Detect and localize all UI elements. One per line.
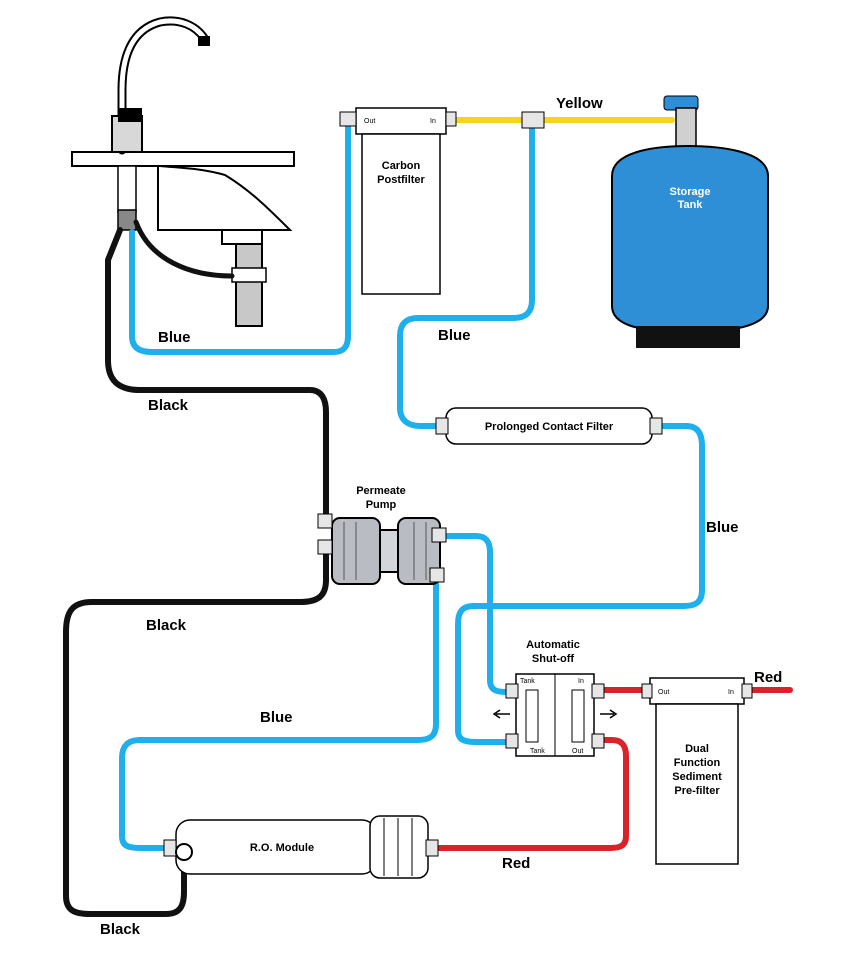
drain-pipe: [235, 243, 263, 327]
contact-filter-label: Prolonged Contact Filter: [485, 421, 614, 433]
tube-label-red-inlet: Red: [754, 669, 782, 686]
shutoff-label-2: Shut-off: [532, 653, 574, 665]
prefilter-port-in: In: [728, 689, 734, 696]
shutoff-port-out: Out: [572, 748, 583, 755]
red-tube-ro: [431, 737, 629, 851]
tank-label-1: Storage: [670, 186, 711, 198]
storage-tank: Storage Tank: [611, 95, 769, 348]
countertop: [71, 151, 295, 167]
permeate-pump: Permeate Pump: [317, 485, 447, 585]
postfilter-label-2: Postfilter: [377, 174, 425, 186]
prolonged-contact-filter: Prolonged Contact Filter: [435, 407, 663, 445]
blue-tube-pump-shutoff: [437, 533, 519, 695]
drain-saddle: [231, 267, 267, 283]
sink-faucet: [71, 16, 295, 327]
blue-tube-lower: [119, 577, 439, 851]
sink-drain: [221, 229, 263, 245]
tube-label-blue-faucet: Blue: [158, 329, 191, 346]
sink-basin: [157, 165, 293, 231]
shutoff-port-tank-bottom: Tank: [530, 748, 545, 755]
black-tube-air-gap: [133, 219, 235, 279]
blue-tube-faucet: [129, 119, 351, 355]
tank-label-2: Tank: [678, 199, 704, 211]
blue-tube-postfilter: [397, 121, 535, 429]
flow-arrow-right: [600, 709, 618, 719]
tube-label-blue-postfilter: Blue: [438, 327, 471, 344]
black-tube-lower: [63, 545, 333, 917]
faucet-shank: [117, 165, 137, 213]
faucet-tip: [198, 36, 210, 46]
carbon-postfilter: Out In Carbon Postfilter: [339, 107, 457, 295]
ro-module-label: R.O. Module: [250, 842, 314, 854]
prefilter-label-1: Dual: [685, 743, 709, 755]
blue-tube-right: [455, 423, 705, 745]
tee-fitting: [521, 111, 545, 129]
flow-arrow-left: [492, 709, 510, 719]
prefilter-label-2: Function: [674, 757, 721, 769]
shutoff-port-tank-top: Tank: [520, 678, 535, 685]
tube-label-black-bottom: Black: [100, 921, 141, 938]
faucet-handle: [118, 108, 142, 122]
faucet-fitting: [117, 209, 137, 231]
dual-prefilter: Out In Dual Function Sediment Pre-filter: [641, 677, 753, 865]
pump-label-2: Pump: [366, 499, 397, 511]
tube-label-black-middle: Black: [146, 617, 187, 634]
shutoff-port-in: In: [578, 678, 584, 685]
postfilter-label-1: Carbon: [382, 160, 421, 172]
prefilter-label-3: Sediment: [672, 771, 722, 783]
shutoff-label-1: Automatic: [526, 639, 580, 651]
tube-label-blue-lower: Blue: [260, 709, 293, 726]
tube-label-blue-right: Blue: [706, 519, 739, 536]
ro-module: R.O. Module: [163, 815, 439, 879]
postfilter-port-out: Out: [364, 118, 375, 125]
postfilter-port-in: In: [430, 118, 436, 125]
tube-label-red-ro: Red: [502, 855, 530, 872]
tube-label-black-upper: Black: [148, 397, 189, 414]
prefilter-port-out: Out: [658, 689, 669, 696]
tube-label-yellow: Yellow: [556, 95, 603, 112]
prefilter-label-4: Pre-filter: [674, 785, 720, 797]
tank-valve: [675, 107, 697, 151]
pump-label-1: Permeate: [356, 485, 406, 497]
automatic-shutoff: Tank In Tank Out Automatic Shut-off: [492, 639, 618, 757]
black-tube-upper: [105, 227, 333, 525]
